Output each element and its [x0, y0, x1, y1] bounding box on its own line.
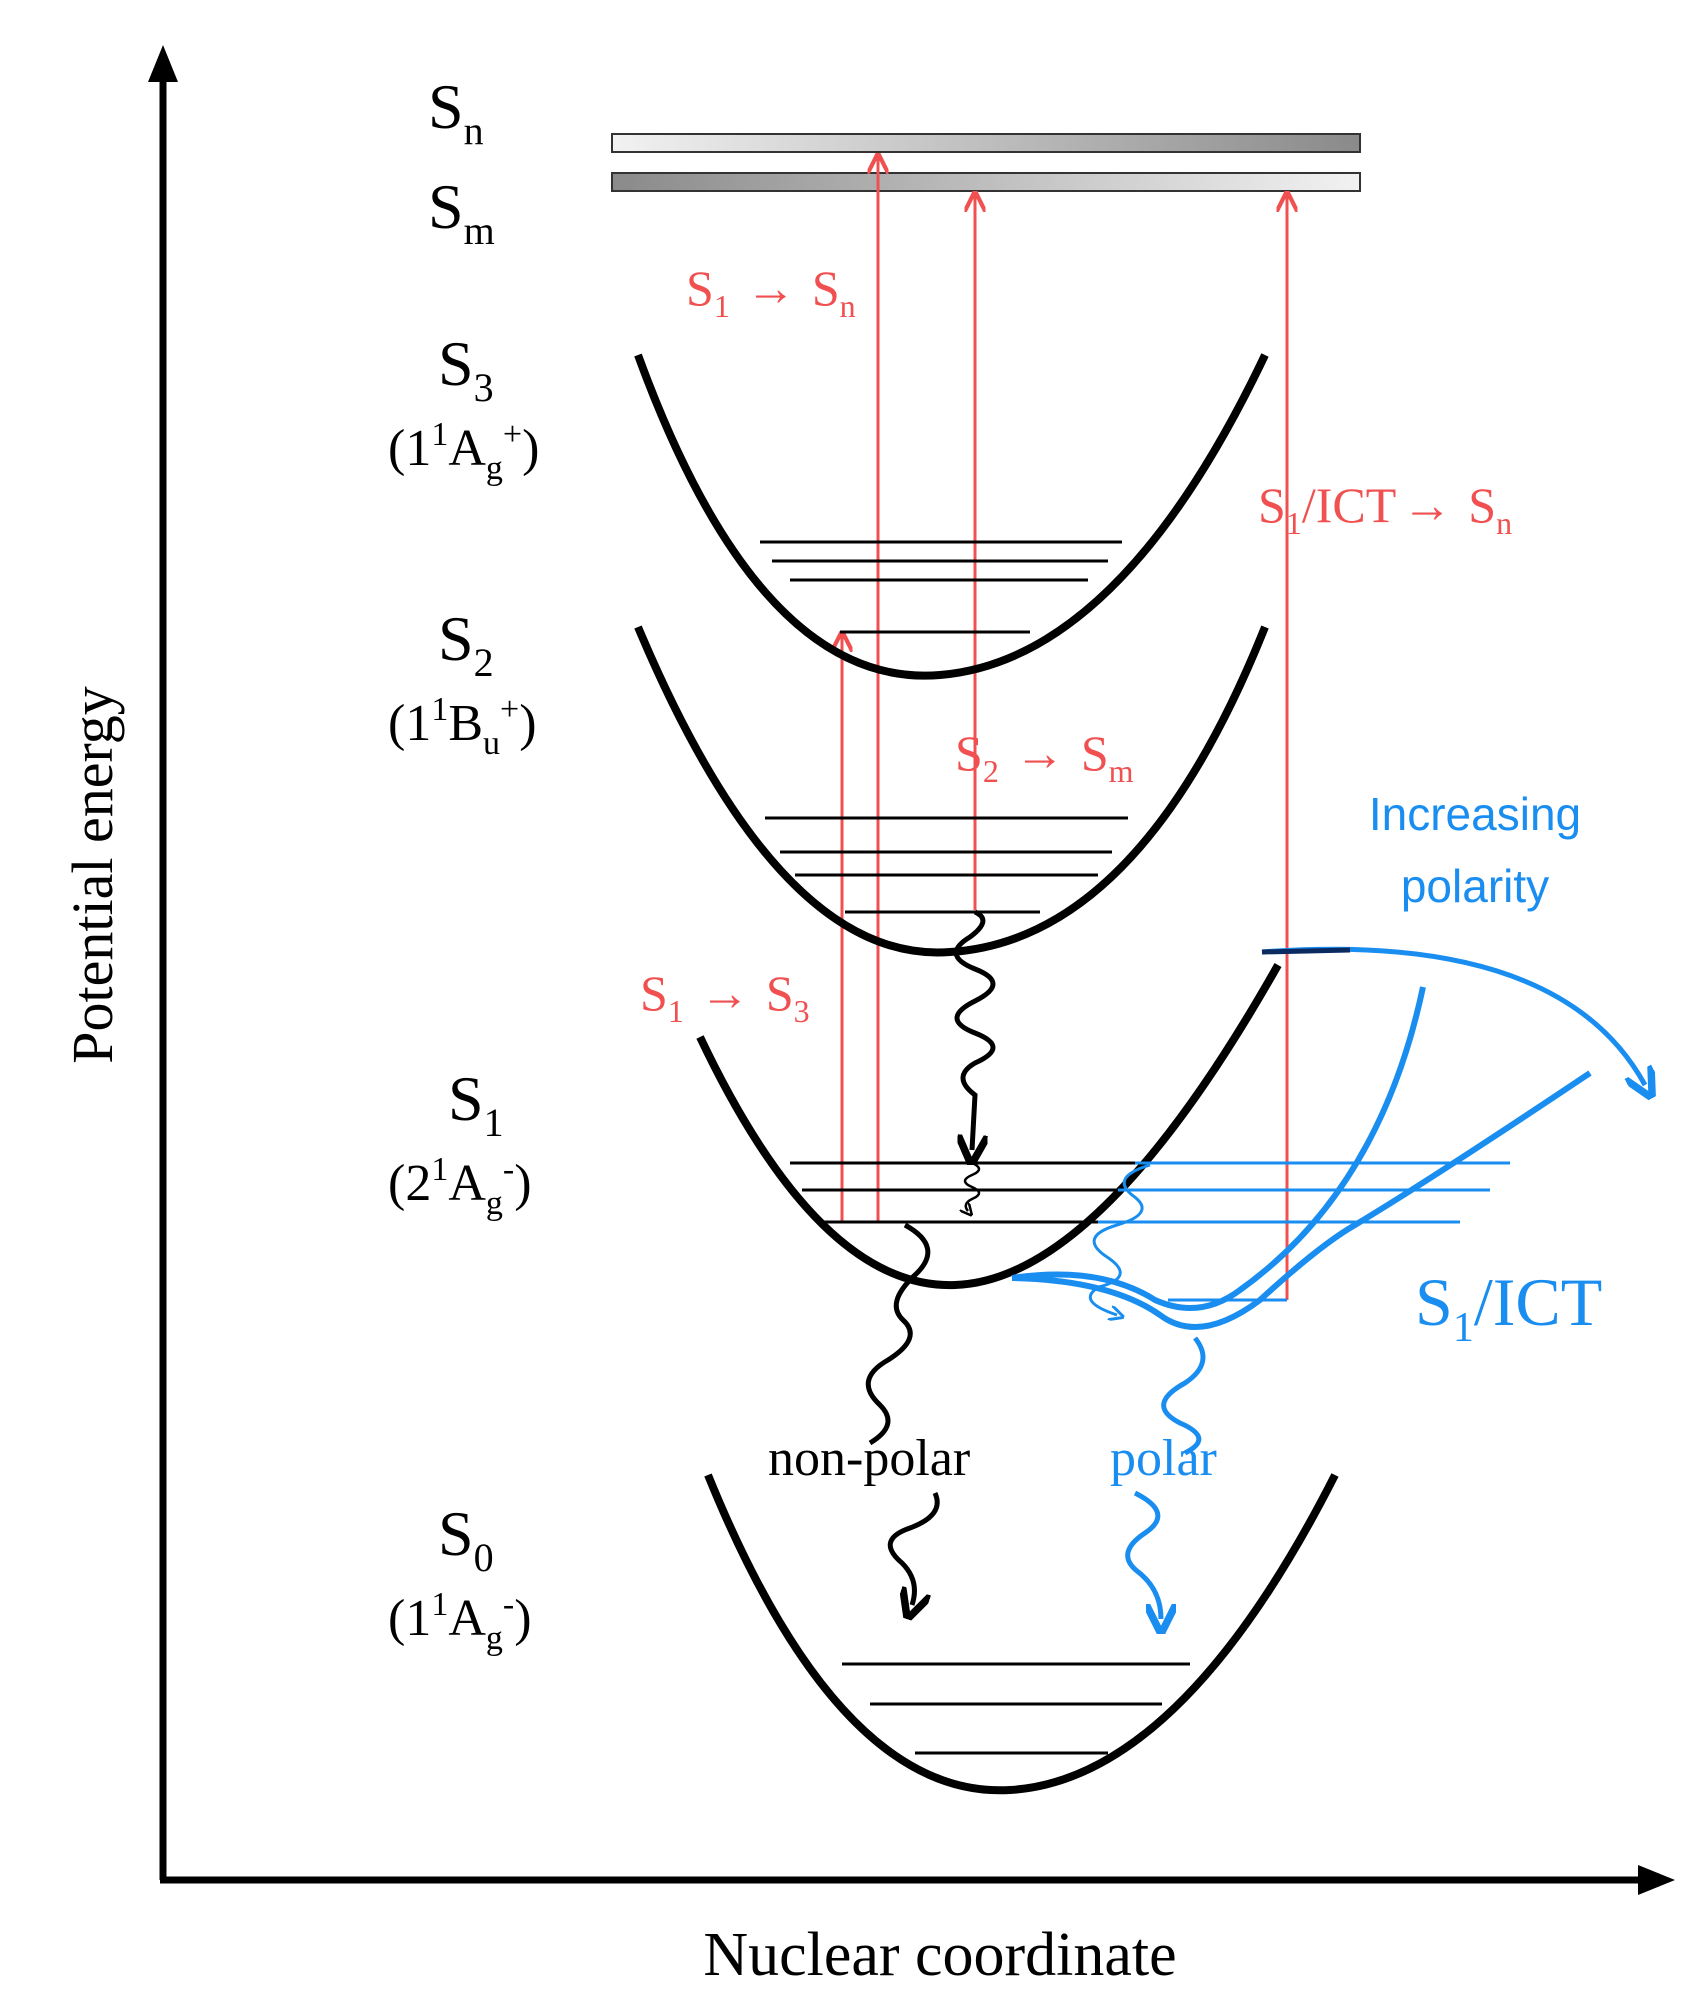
s3-curve	[634, 353, 1269, 680]
annotations: Increasing polarity S1/ICT non-polar pol…	[768, 788, 1602, 1487]
transition-labels: S1→Sn S2→Sm S1→S3 S1/ICT→Sn	[640, 260, 1512, 1029]
sn-band	[611, 133, 1361, 153]
s1-curve	[696, 963, 1282, 1290]
ict-surface-mid	[1011, 1070, 1592, 1330]
polarity-arrow	[1261, 946, 1645, 1085]
s1-sn-label: S1→Sn	[686, 260, 856, 324]
non-polar-label: non-polar	[768, 1430, 970, 1487]
polarity-arrow-tail	[1261, 947, 1351, 955]
s2-s1-relaxation	[953, 909, 996, 1150]
s1-label: S1	[448, 1063, 504, 1145]
s0-curve	[704, 1473, 1339, 1795]
s2-curve	[634, 625, 1269, 957]
ict-vib-relaxation	[1088, 1163, 1151, 1315]
s2-label: S2	[438, 603, 494, 685]
polar-label: polar	[1110, 1430, 1217, 1487]
y-axis-arrowhead	[148, 45, 178, 82]
ict-sn-label: S1/ICT→Sn	[1258, 477, 1512, 541]
s2-symmetry: (11Bu+)	[388, 691, 537, 762]
s1-s3-label: S1→S3	[640, 965, 810, 1029]
relaxation-paths	[865, 909, 1206, 1619]
increasing-polarity-line1: Increasing	[1369, 788, 1581, 840]
y-axis-label: Potential energy	[60, 686, 125, 1063]
increasing-polarity-line2: polarity	[1401, 860, 1549, 912]
s3-label: S3	[438, 328, 494, 410]
s1-symmetry: (21Ag-)	[388, 1151, 532, 1222]
sn-label: Sn	[428, 71, 484, 153]
s0-symmetry: (11Ag-)	[388, 1586, 532, 1657]
s1-ict-label: S1/ICT	[1415, 1264, 1602, 1351]
sm-band	[611, 172, 1361, 192]
polar-decay	[1161, 1336, 1206, 1456]
non-polar-s0-arrow	[887, 1491, 940, 1605]
ict-surface-low	[1011, 986, 1426, 1311]
s2-sm-label: S2→Sm	[955, 725, 1134, 789]
s3-symmetry: (11Ag+)	[388, 416, 539, 487]
s1-ict-wells	[1011, 946, 1645, 1330]
sm-label: Sm	[428, 171, 495, 253]
s2-well	[634, 625, 1269, 957]
x-axis-arrowhead	[1638, 1865, 1675, 1895]
axes: Potential energy Nuclear coordinate	[60, 45, 1675, 1989]
s3-well	[634, 353, 1269, 680]
x-axis-label: Nuclear coordinate	[703, 1921, 1176, 1989]
high-excited-bands	[611, 133, 1361, 192]
polar-s0-arrow	[1125, 1490, 1161, 1619]
s1-vib-relaxation	[965, 1161, 981, 1211]
non-polar-decay	[865, 1222, 931, 1446]
state-labels: Sn Sm S3 (11Ag+) S2 (11Bu+) S1 (21Ag-) S…	[388, 71, 539, 1657]
s0-well	[704, 1473, 1339, 1795]
s0-label: S0	[438, 1498, 494, 1580]
